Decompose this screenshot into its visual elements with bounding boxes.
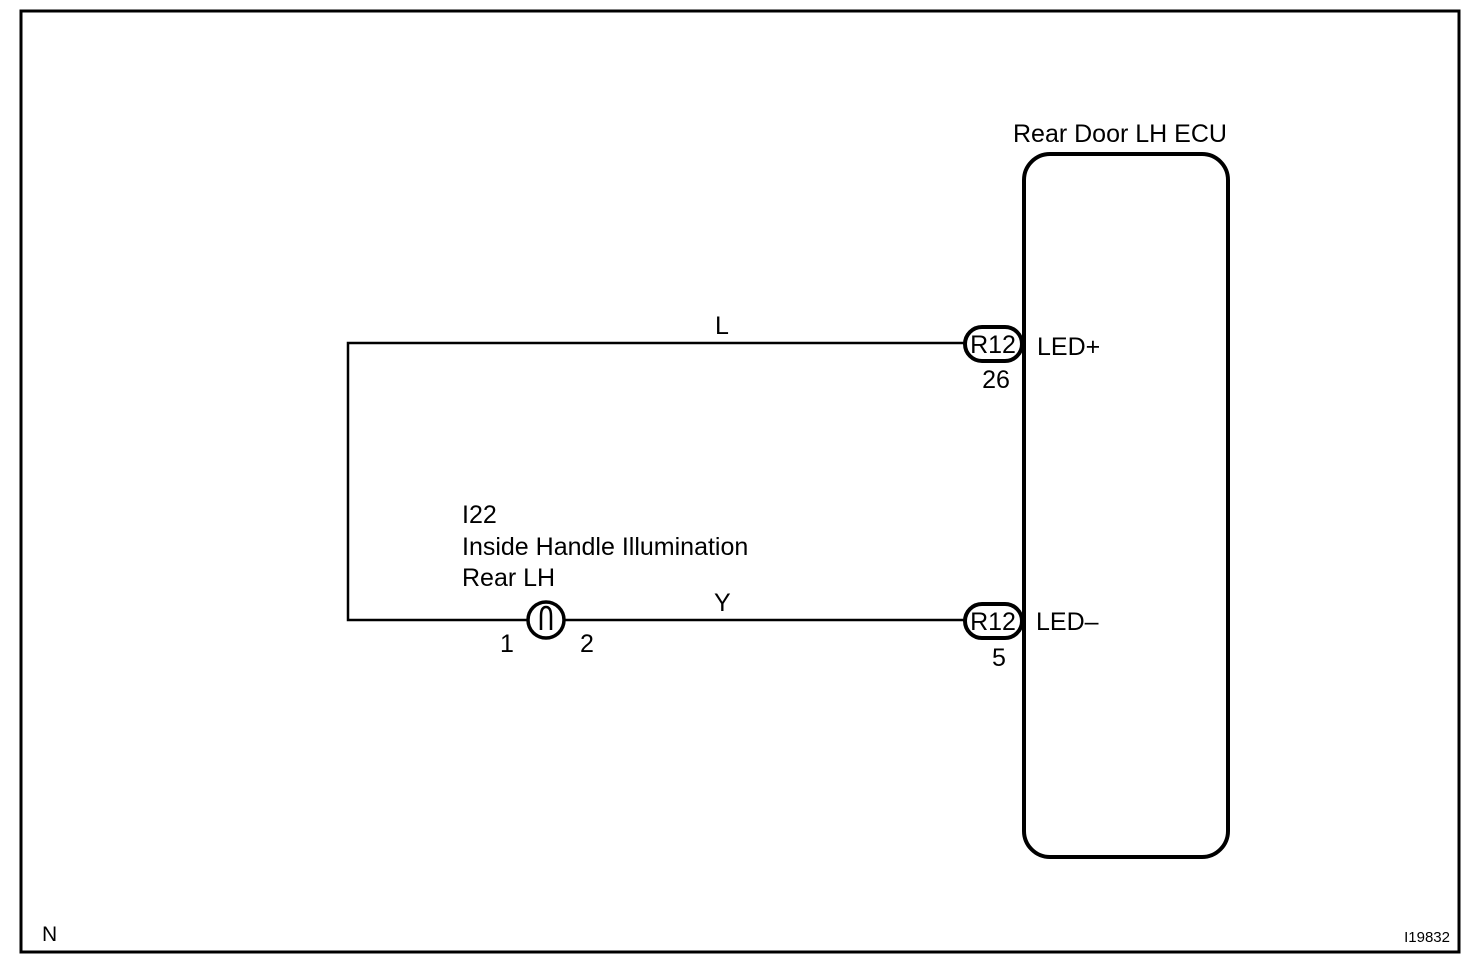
component-code: I22 xyxy=(462,501,497,529)
connector-led-plus-pin: 26 xyxy=(982,366,1010,394)
connector-led-minus-code: R12 xyxy=(970,608,1016,636)
corner-letter: N xyxy=(42,923,57,946)
wire-top-color-label: L xyxy=(715,312,729,340)
wire-top xyxy=(346,341,965,622)
ecu-title: Rear Door LH ECU xyxy=(1013,120,1227,148)
wire-bottom-color-label: Y xyxy=(714,589,731,617)
connector-led-plus-code: R12 xyxy=(970,331,1016,359)
ecu-pin-led-minus-label: LED– xyxy=(1036,608,1099,636)
diagram-frame xyxy=(19,9,1461,954)
component-pin-left: 1 xyxy=(500,630,514,658)
connector-led-minus-pin: 5 xyxy=(992,644,1006,672)
component-name-line2: Rear LH xyxy=(462,564,555,592)
ecu-pin-led-plus-label: LED+ xyxy=(1037,333,1100,361)
connector-led-minus xyxy=(963,602,1024,640)
connector-led-plus xyxy=(963,325,1024,363)
ecu-box xyxy=(1022,152,1230,859)
figure-id: I19832 xyxy=(1404,929,1450,946)
bulb-icon xyxy=(526,600,566,640)
component-name-line1: Inside Handle Illumination xyxy=(462,533,748,561)
component-pin-right: 2 xyxy=(580,630,594,658)
